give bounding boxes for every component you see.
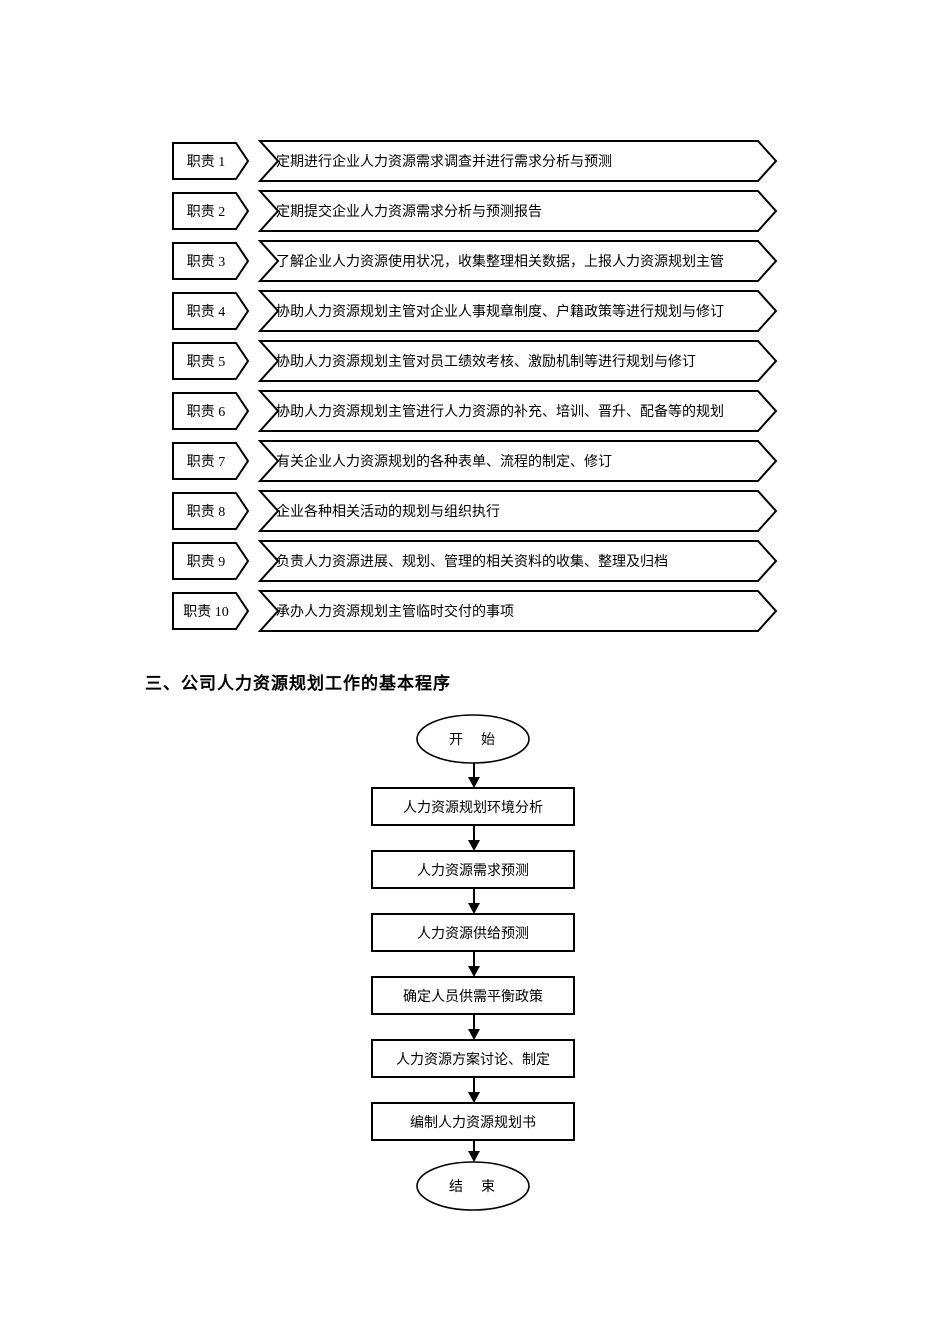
duty-text: 定期进行企业人力资源需求调查并进行需求分析与预测 [276,155,612,170]
duty-row: 职责 5 协助人力资源规划主管对员工绩效考核、激励机制等进行规划与修订 [172,339,784,383]
duty-label-pentagon-shape [172,442,250,480]
arrow-head-icon [468,1092,480,1103]
duty-label: 职责 4 [186,305,226,320]
arrow-head-icon [468,1151,480,1162]
duty-row-shapes [172,290,778,332]
duty-chevron-shape [257,590,778,632]
duty-text: 负责人力资源进展、规划、管理的相关资料的收集、整理及归档 [276,555,668,570]
duty-row-shapes [172,140,778,182]
duty-chevron-shape [257,290,778,332]
duty-text: 企业各种相关活动的规划与组织执行 [276,505,500,520]
duty-text: 定期提交企业人力资源需求分析与预测报告 [276,205,542,220]
flow-step: 人力资源需求预测 [417,863,529,879]
duty-text: 协助人力资源规划主管对企业人事规章制度、户籍政策等进行规划与修订 [276,305,724,320]
arrow-head-icon [468,966,480,977]
end-ellipse-shape [416,1161,530,1211]
duty-label-pentagon-shape [172,292,250,330]
duty-row: 职责 6 协助人力资源规划主管进行人力资源的补充、培训、晋升、配备等的规划 [172,389,784,433]
flow-start-label: 开 始 [449,733,497,748]
duty-label: 职责 7 [186,455,226,470]
duty-chevron-shape [257,190,778,232]
duty-label-pentagon-shape [172,242,250,280]
duty-row: 职责 7 有关企业人力资源规划的各种表单、流程的制定、修订 [172,439,784,483]
arrow-head-icon [468,1029,480,1040]
duty-label: 职责 6 [186,405,226,420]
duty-chevron-shape [257,390,778,432]
duty-chevron-shape [257,240,778,282]
duty-label: 职责 5 [186,355,226,370]
flow-step: 人力资源规划环境分析 [403,800,543,816]
duty-row-shapes [172,490,778,532]
duty-row: 职责 9 负责人力资源进展、规划、管理的相关资料的收集、整理及归档 [172,539,784,583]
duty-label: 职责 9 [186,555,226,570]
section-heading: 三、公司人力资源规划工作的基本程序 [145,674,451,693]
duty-chevron-shape [257,340,778,382]
flowchart-shapes [371,714,575,1211]
duty-row: 职责 2 定期提交企业人力资源需求分析与预测报告 [172,189,784,233]
duty-text: 协助人力资源规划主管对员工绩效考核、激励机制等进行规划与修订 [276,355,696,370]
duty-label-pentagon-shape [172,192,250,230]
duty-row: 职责 10 承办人力资源规划主管临时交付的事项 [172,589,784,633]
duty-chevron-shape [257,440,778,482]
duty-label-pentagon-shape [172,342,250,380]
duty-text: 承办人力资源规划主管临时交付的事项 [276,605,514,620]
duty-row: 职责 8 企业各种相关活动的规划与组织执行 [172,489,784,533]
duty-label-pentagon-shape [172,142,250,180]
duty-text: 协助人力资源规划主管进行人力资源的补充、培训、晋升、配备等的规划 [276,405,724,420]
flow-step: 人力资源方案讨论、制定 [396,1052,550,1068]
duty-row-shapes [172,590,778,632]
flow-box-shape [371,976,575,1015]
duty-chevron-shape [257,140,778,182]
flow-step: 确定人员供需平衡政策 [403,989,543,1005]
arrow-head-icon [468,777,480,788]
duty-label-pentagon-shape [172,392,250,430]
duty-row: 职责 1 定期进行企业人力资源需求调查并进行需求分析与预测 [172,139,784,183]
duty-label: 职责 8 [186,505,226,520]
duty-label: 职责 10 [183,605,229,620]
flow-end-label: 结 束 [449,1180,497,1195]
flow-box-shape [371,850,575,889]
duty-label-pentagon-shape [172,592,250,630]
duty-row-shapes [172,390,778,432]
hr-planning-flowchart: 开 始 人力资源规划环境分析 人力资源需求预测 人力资源供给预测 确定人员供需平… [360,708,590,1216]
duty-text: 了解企业人力资源使用状况，收集整理相关数据，上报人力资源规划主管 [276,255,724,270]
duty-label-pentagon-shape [172,542,250,580]
duty-label: 职责 2 [186,205,226,220]
duty-label: 职责 3 [186,255,226,270]
duty-row-shapes [172,440,778,482]
arrow-head-icon [468,840,480,851]
duty-row-shapes [172,340,778,382]
duty-chevron-shape [257,540,778,582]
duty-row-shapes [172,240,778,282]
flow-step: 人力资源供给预测 [417,926,529,942]
flow-box-shape [371,1102,575,1141]
duty-row-shapes [172,190,778,232]
duty-text: 有关企业人力资源规划的各种表单、流程的制定、修订 [276,455,612,470]
flow-box-shape [371,1039,575,1078]
duty-label: 职责 1 [186,155,226,170]
duty-row-shapes [172,540,778,582]
flow-box-shape [371,913,575,952]
arrow-head-icon [468,903,480,914]
duty-chevron-shape [257,490,778,532]
duty-row: 职责 4 协助人力资源规划主管对企业人事规章制度、户籍政策等进行规划与修订 [172,289,784,333]
flow-step: 编制人力资源规划书 [410,1115,536,1131]
duty-row: 职责 3 了解企业人力资源使用状况，收集整理相关数据，上报人力资源规划主管 [172,239,784,283]
duty-label-pentagon-shape [172,492,250,530]
flow-box-shape [371,787,575,826]
